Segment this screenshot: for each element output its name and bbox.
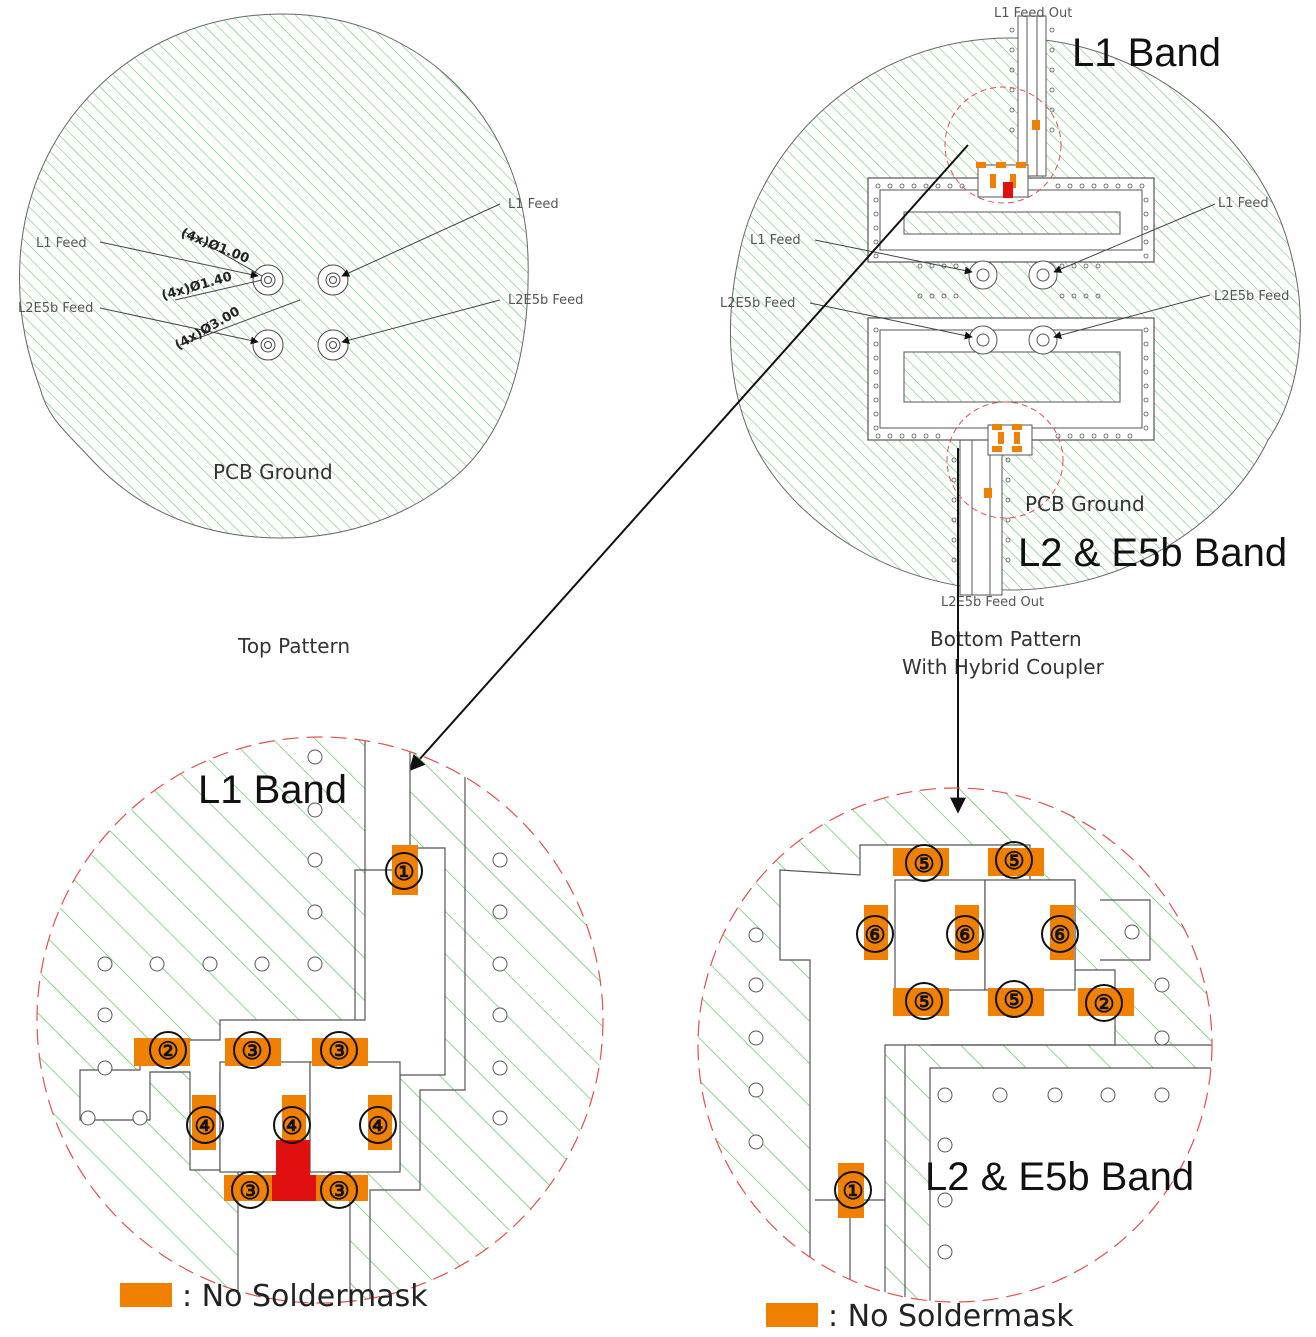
bottom-pattern-caption-2: With Hybrid Coupler [902, 655, 1105, 679]
badge-l2-6b: ⑥ [954, 922, 976, 949]
top-pattern-view: L1 Feed L1 Feed L2E5b Feed L2E5b Feed (4… [18, 13, 583, 658]
badge-l2-5c: ⑤ [913, 989, 935, 1016]
detail-l2-title: L2 & E5b Band [925, 1155, 1194, 1199]
badge-l1-3b: ③ [328, 1038, 350, 1065]
detail-l2-badges: ⑤ ⑤ ⑥ ⑥ ⑥ ⑤ ⑤ ② ① [834, 841, 1123, 1209]
badge-l2-5b: ⑤ [1003, 848, 1025, 875]
detail-l2-boundary [697, 787, 1213, 1303]
badge-l1-4c: ④ [367, 1113, 389, 1140]
badge-l1-1: ① [393, 859, 415, 886]
bottom-feed-vias [968, 260, 1058, 355]
bottom-feed-out-bottom-label: L2E5b Feed Out [941, 595, 1044, 610]
bottom-band-top-label: L1 Band [1072, 31, 1221, 75]
top-pattern-caption: Top Pattern [237, 634, 350, 658]
bottom-l1-feed-left-label: L1 Feed [750, 233, 801, 248]
bottom-ground-label: PCB Ground [1025, 492, 1145, 516]
top-l2e5b-feed-left-label: L2E5b Feed [18, 301, 93, 316]
detail-l1-view: L1 Band ① ② ③ ③ ④ ④ ④ ③ ③ : No Soldermas… [36, 736, 604, 1314]
badge-l1-3c: ③ [239, 1178, 261, 1205]
top-l1-feed-right-label: L1 Feed [508, 197, 559, 212]
badge-l2-5a: ⑤ [913, 851, 935, 878]
detail-circle-l1 [944, 86, 1062, 204]
bottom-l2e5b-feed-right-label: L2E5b Feed [1214, 289, 1289, 304]
bottom-l1-feed-right-label: L1 Feed [1218, 196, 1269, 211]
badge-l1-4b: ④ [281, 1113, 303, 1140]
legend-l1-text: : No Soldermask [182, 1279, 428, 1314]
top-feed-vias [252, 264, 349, 361]
bottom-band-bottom-label: L2 & E5b Band [1018, 531, 1287, 575]
detail-circle-l2 [946, 401, 1064, 519]
badge-l2-6a: ⑥ [864, 922, 886, 949]
top-l1-feed-left-label: L1 Feed [36, 236, 87, 251]
top-ground-label: PCB Ground [213, 460, 333, 484]
detail-l2-view: L2 & E5b Band ⑤ ⑤ ⑥ ⑥ ⑥ ⑤ ⑤ ② ① : No Sol… [697, 787, 1213, 1334]
badge-l1-4a: ④ [194, 1113, 216, 1140]
badge-l1-3d: ③ [328, 1178, 350, 1205]
bottom-l2e5b-feed-left-label: L2E5b Feed [720, 296, 795, 311]
legend-l2-swatch [766, 1303, 818, 1327]
bottom-pattern-caption-1: Bottom Pattern [930, 627, 1082, 651]
bottom-feed-out-top-label: L1 Feed Out [994, 6, 1072, 21]
legend-l2-text: : No Soldermask [828, 1299, 1074, 1334]
badge-l2-5d: ⑤ [1003, 987, 1025, 1014]
legend-l1-swatch [120, 1283, 172, 1307]
bottom-pattern-ground [729, 37, 1301, 591]
detail-l1-title: L1 Band [198, 768, 347, 812]
badge-l2-6c: ⑥ [1049, 922, 1071, 949]
top-l2e5b-feed-right-label: L2E5b Feed [508, 293, 583, 308]
badge-l1-2: ② [157, 1038, 179, 1065]
zoom-arrow-l1 [408, 144, 969, 772]
badge-l1-3a: ③ [241, 1038, 263, 1065]
bottom-leader-lines [809, 203, 1216, 340]
bottom-pattern-view: L1 Feed L1 Feed L2E5b Feed L2E5b Feed L1… [720, 6, 1301, 679]
top-leader-lines [99, 203, 501, 346]
detail-l1-badges: ① ② ③ ③ ④ ④ ④ ③ ③ [149, 852, 423, 1209]
badge-l2-1: ① [842, 1178, 864, 1205]
bottom-coupler-components [976, 120, 1040, 498]
badge-l2-2: ② [1093, 991, 1115, 1018]
detail-l1-boundary [36, 736, 604, 1304]
